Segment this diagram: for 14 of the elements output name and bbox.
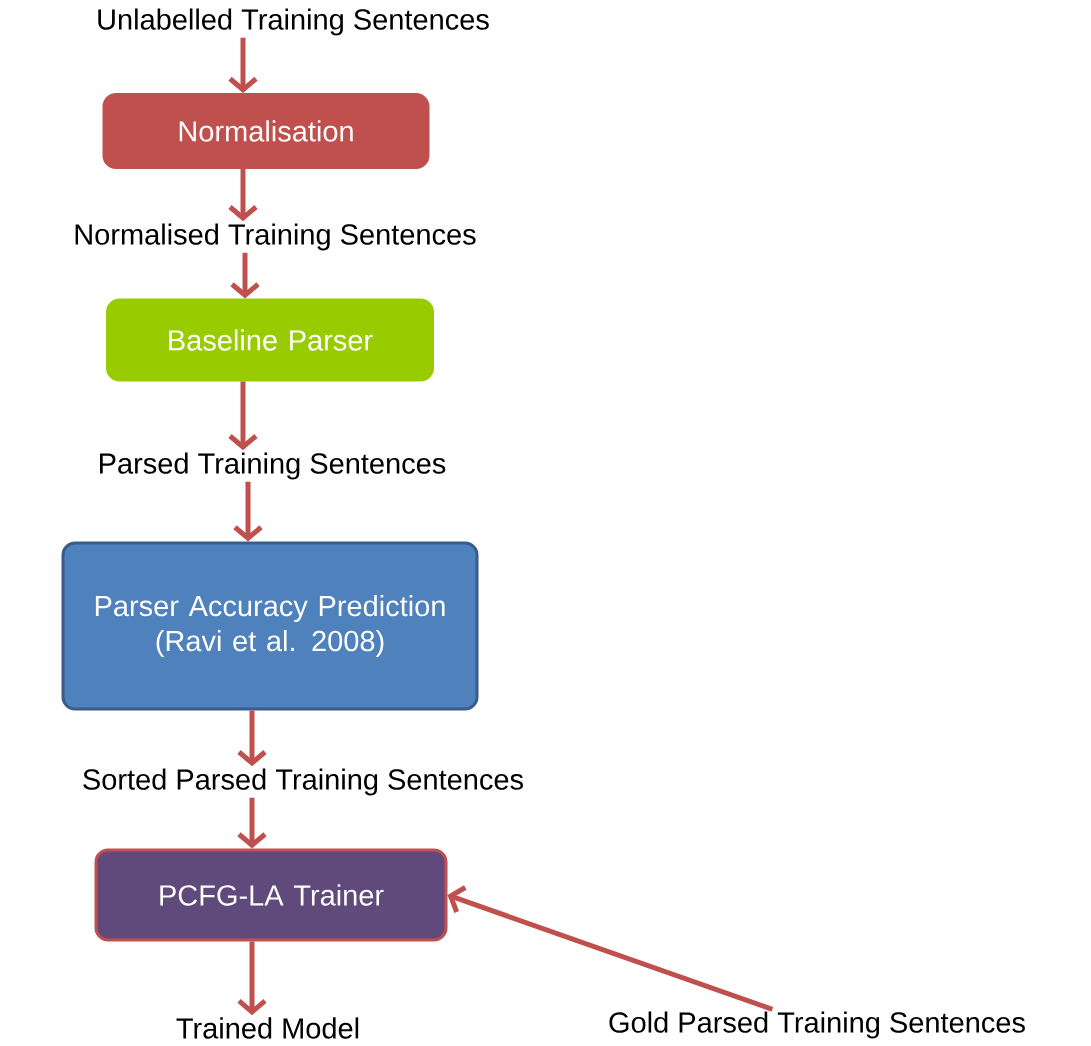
- data-label: Sorted Parsed Training Sentences: [83, 768, 523, 796]
- process-box: Parser Accuracy Prediction (Ravi et al. 2008): [61, 541, 479, 711]
- data-label: Normalised Training Sentences: [75, 223, 476, 251]
- process-box: Normalisation: [102, 93, 430, 169]
- arrow: [233, 481, 263, 542]
- data-label: Trained Model: [176, 1017, 359, 1039]
- data-label: Gold Parsed Training Sentences: [609, 1011, 1025, 1039]
- data-label: Parsed Training Sentences: [100, 452, 446, 480]
- arrow: [447, 885, 774, 1012]
- arrow: [237, 941, 267, 1016]
- arrow: [228, 381, 258, 451]
- process-box: Baseline Parser: [106, 298, 434, 382]
- process-box: PCFG-LA Trainer: [94, 848, 448, 942]
- data-label: Unlabelled Training Sentences: [98, 8, 489, 36]
